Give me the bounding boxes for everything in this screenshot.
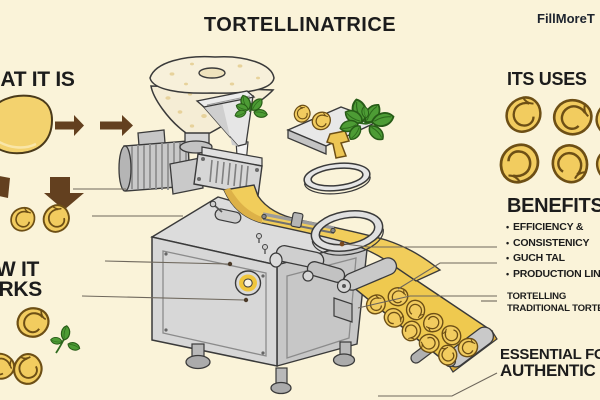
bullet-dot: • <box>506 253 509 263</box>
its-uses-heading: ITS USES <box>507 69 587 89</box>
tortellini-icon <box>499 143 540 184</box>
benefit-item-label: GUCH TAL <box>512 252 565 264</box>
callout-line <box>81 295 245 301</box>
dough-ball <box>0 94 54 155</box>
bullet-dot: • <box>506 268 509 279</box>
essential-heading-line1: ESSENTIAL FOR <box>500 346 600 363</box>
benefit-item-label: CONSISTENICY <box>512 236 590 249</box>
basil-sprig-left <box>49 324 82 354</box>
essential-heading-line2: AUTHENTIC <box>500 361 596 380</box>
benefit-item: • CONSISTENICY <box>506 236 600 252</box>
arrow-right-icon <box>100 115 133 136</box>
what-it-is-heading: WHAT IT IS <box>0 68 75 91</box>
arrow-fragment-icon <box>0 176 10 198</box>
tortellini-icon <box>11 300 55 345</box>
callout-lines <box>73 188 498 397</box>
uses-tortellini-grid <box>499 90 600 190</box>
benefit-item-label: EFFICIENCY & <box>512 221 584 233</box>
flow-arrows <box>0 115 133 210</box>
benefit-item: • PRODUCTION LINE <box>506 267 600 283</box>
dial <box>234 270 262 296</box>
tortellini-icon <box>590 96 600 141</box>
callout-line <box>397 262 497 290</box>
callout-line <box>357 295 497 309</box>
tortellini-icon <box>505 96 542 133</box>
benefits-heading: BENEFITS <box>507 195 600 217</box>
how-it-works-heading-line1: HOW IT <box>0 258 40 281</box>
benefit-item: • GUCH TAL <box>506 251 600 267</box>
benefit-item: • EFFICIENCY & <box>506 220 600 236</box>
basil-sprig-funnel <box>233 93 269 120</box>
page-title: TORTELLINATRICE <box>203 14 397 36</box>
callout-dots <box>227 241 345 303</box>
benefit-item-label: PRODUCTION LINE <box>512 267 600 280</box>
tortellini-icon <box>39 201 74 236</box>
tortellini-icon <box>544 138 596 190</box>
watermark: FillMoreT <box>537 11 595 26</box>
bullet-dot: • <box>506 237 509 248</box>
arrow-down-icon <box>44 177 84 210</box>
callout-line <box>344 243 497 248</box>
benefits-list: • EFFICIENCY & • CONSISTENICY • GUCH TAL… <box>506 220 600 282</box>
arrow-right-icon <box>55 115 84 136</box>
traditional-tortellini-label: TRADITIONAL TORTE <box>507 303 600 314</box>
forming-ring-upper <box>303 162 371 195</box>
forming-ring-lower <box>310 210 384 256</box>
top-mechanism <box>209 200 268 254</box>
how-it-works-heading-line2: WORKS <box>0 278 42 301</box>
basil-plant <box>338 97 396 144</box>
callout-line <box>104 260 229 265</box>
tortellini-icon <box>546 90 600 144</box>
callout-line <box>378 372 498 397</box>
machine-body <box>150 196 371 367</box>
machine-legs <box>185 341 356 395</box>
pasta-machine <box>118 55 498 395</box>
tortellini-icon <box>8 204 38 234</box>
dough-hopper <box>149 55 275 134</box>
tortelling-label: TORTELLING <box>507 291 567 302</box>
bullet-dot: • <box>506 222 509 232</box>
pasta-strip <box>326 130 351 159</box>
press-head <box>169 146 263 197</box>
